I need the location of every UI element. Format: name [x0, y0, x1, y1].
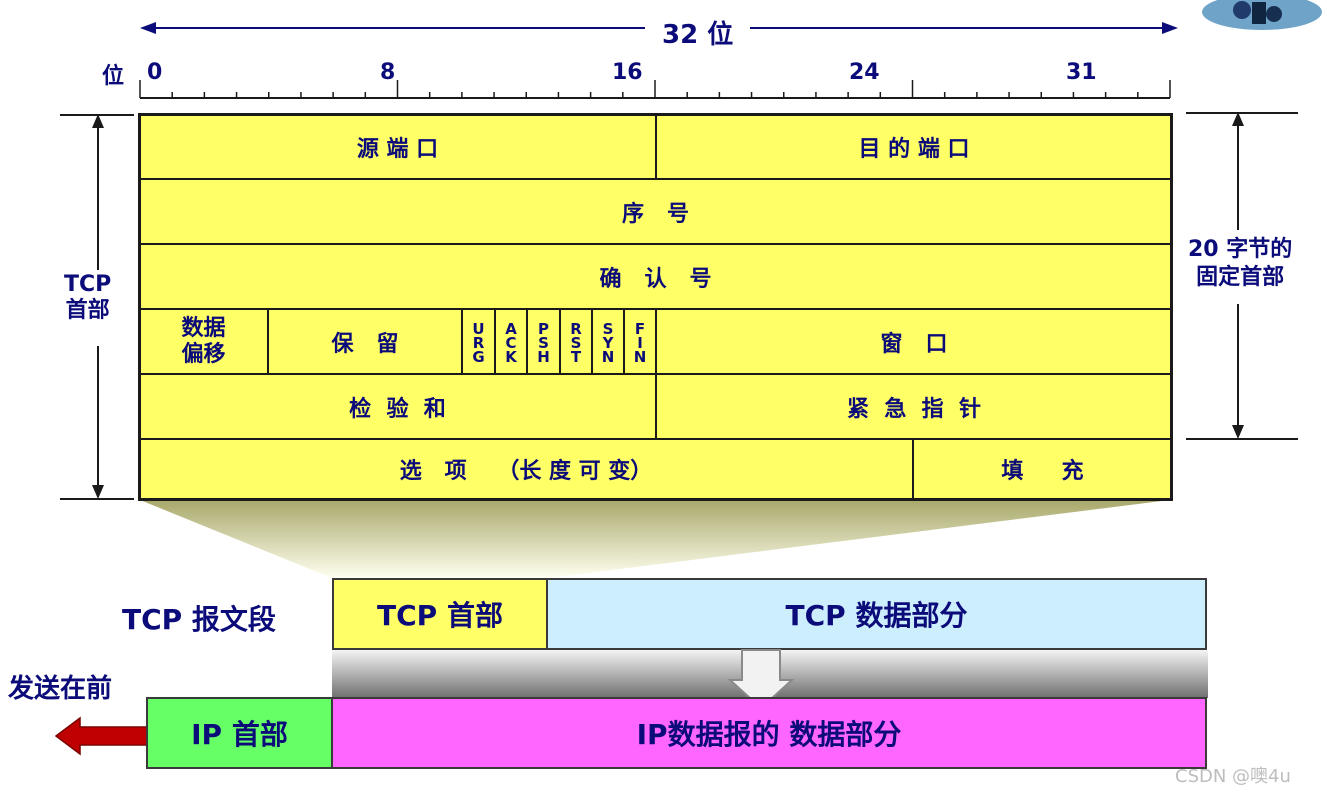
watermark: CSDN @噢4u: [1175, 762, 1291, 788]
options: 选 项 （长 度 可 变）: [140, 440, 912, 498]
window: 窗 口: [657, 310, 1171, 373]
send-first-label: 发送在前: [8, 668, 112, 705]
flag-syn: S Y N: [593, 311, 623, 374]
flag-ack: A C K: [496, 311, 526, 374]
width-label: 32 位: [662, 14, 733, 51]
dst-port: 目 的 端 口: [657, 115, 1171, 178]
send-first-arrow-icon: [54, 716, 150, 756]
bit-ruler: [130, 70, 1180, 105]
reserved: 保 留: [269, 310, 461, 373]
tcp-segment-header: TCP 首部: [332, 578, 548, 650]
flag-urg: U R G: [463, 311, 494, 374]
src-port: 源 端 口: [140, 115, 655, 178]
flag-psh: P S H: [528, 311, 559, 374]
bit-label: 位: [102, 58, 124, 90]
flag-rst: R S T: [561, 311, 591, 374]
width-arrow: [140, 14, 1180, 44]
funnel-shading: [130, 498, 1220, 580]
tcp-segment-label: TCP 报文段: [122, 598, 276, 638]
checksum: 检 验 和: [140, 375, 655, 438]
padding: 填 充: [914, 440, 1171, 498]
data-offset: 数据 偏移: [140, 310, 267, 373]
ip-header: IP 首部: [146, 697, 333, 769]
fixed-header-label: 20 字节的 固定首部: [1188, 236, 1292, 292]
ack-number: 确 认 号: [140, 245, 1171, 308]
ip-data: IP数据报的 数据部分: [331, 697, 1207, 769]
tcp-segment-data: TCP 数据部分: [546, 578, 1207, 650]
decorative-figure-icon: [1182, 0, 1327, 40]
urgent-pointer: 紧 急 指 针: [657, 375, 1171, 438]
sequence-number: 序 号: [140, 180, 1171, 243]
flag-fin: F I N: [625, 311, 655, 374]
tcp-header-side-label: TCP 首部: [64, 272, 111, 324]
